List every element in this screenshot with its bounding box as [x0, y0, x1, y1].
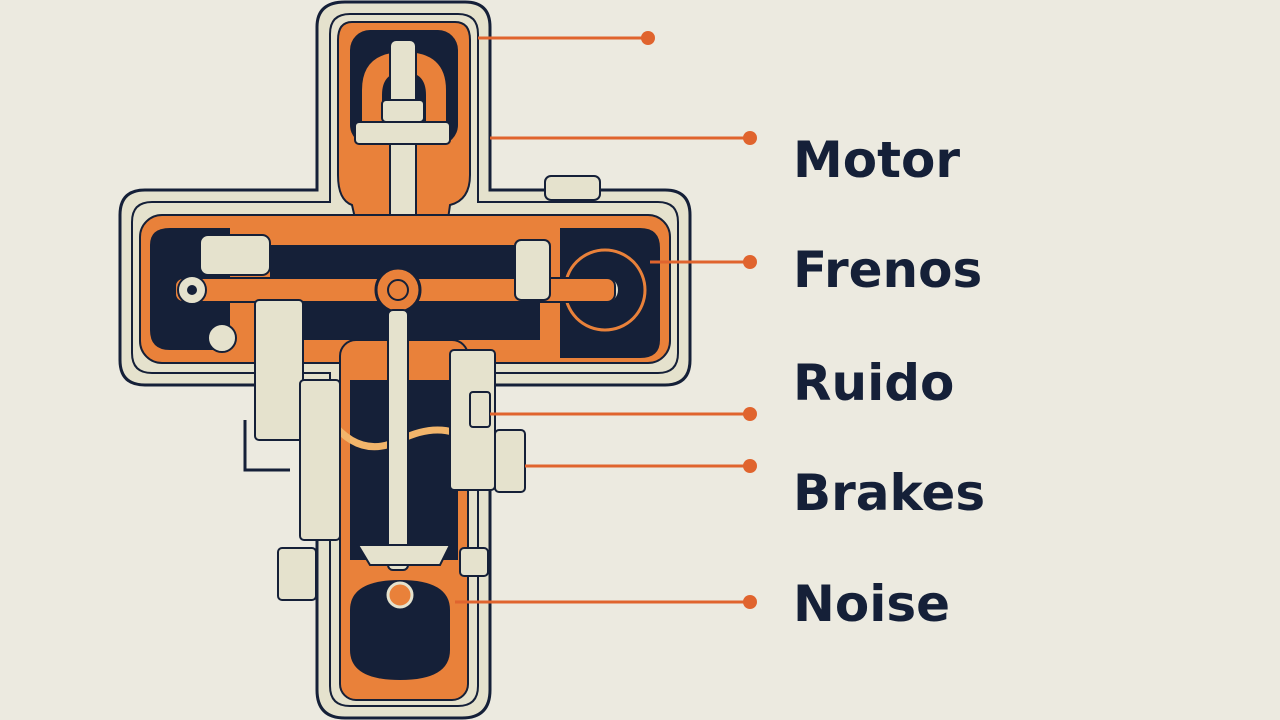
label-frenos: Frenos: [793, 241, 983, 299]
cross-mechanism: [118, 0, 692, 720]
leader-dot-1: [641, 31, 655, 45]
left-pipe: [243, 420, 290, 472]
left-valve-lower: [299, 379, 341, 541]
leader-dot-2: [743, 131, 757, 145]
right-small-valve: [469, 391, 491, 428]
label-ruido: Ruido: [793, 354, 955, 412]
cross-inner-outline: [131, 13, 679, 707]
label-brakes: Brakes: [793, 464, 986, 522]
leader-dot-3: [743, 255, 757, 269]
left-bottom-block: [277, 547, 317, 601]
left-valve-block: [254, 299, 304, 441]
leader-dot-5: [743, 459, 757, 473]
right-lever: [514, 239, 551, 301]
leader-lines: [455, 31, 757, 609]
label-motor: Motor: [793, 131, 961, 189]
leader-dot-6: [743, 595, 757, 609]
center-stem: [387, 309, 409, 571]
right-knob: [494, 429, 526, 493]
piston-base: [354, 121, 451, 145]
leader-dot-4: [743, 407, 757, 421]
center-hub: [374, 266, 422, 314]
label-noise: Noise: [793, 575, 951, 633]
top-right-cap: [544, 175, 601, 201]
lower-bracket: [356, 544, 452, 566]
lever-end: [207, 323, 237, 353]
bottom-valve: [386, 581, 414, 609]
left-lever: [199, 234, 271, 276]
piston-cap: [381, 99, 425, 123]
top-arch: [362, 52, 446, 140]
bottom-bowl: [350, 580, 450, 680]
left-pivot-hole: [187, 285, 197, 295]
center-hub-inner: [387, 279, 409, 301]
right-bottom-block: [459, 547, 489, 577]
